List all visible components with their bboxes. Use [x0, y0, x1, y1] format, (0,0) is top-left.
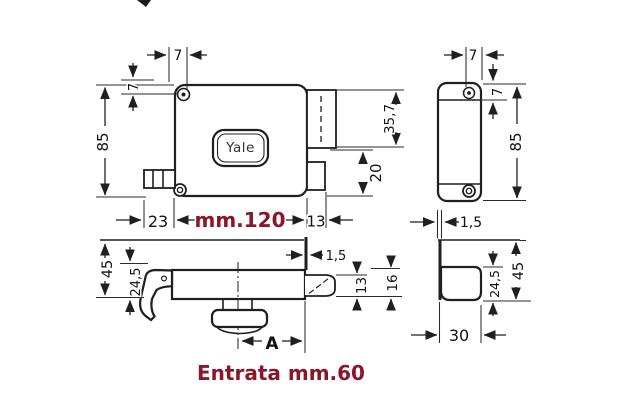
dim-side-screw-x: 7: [469, 48, 478, 64]
dim-body-width: mm.120: [194, 208, 285, 232]
dim-strike-width: 30: [449, 326, 469, 345]
dim-strike-depth: 45: [511, 262, 527, 280]
brand-logo-text: Yale: [225, 140, 255, 156]
dim-latch-protrusion: 13: [306, 213, 325, 231]
dim-edge-offset: 23: [148, 212, 168, 231]
yale-badge-inner: [216, 133, 265, 163]
dim-strike-handle-offset: 24,5: [487, 270, 502, 298]
dim-top-latch-total: 16: [385, 274, 401, 291]
screw-top-left: [176, 87, 191, 102]
knob: [210, 299, 269, 335]
latch-bolt-top: [305, 274, 336, 297]
dim-cylinder-height: 35,7: [382, 104, 398, 134]
yale-badge: [211, 128, 270, 168]
screw-bottom-left: [173, 183, 187, 197]
dim-side-screw-y: 7: [491, 88, 506, 96]
dim-top-handle-offset: 24,5: [129, 268, 144, 297]
front-view: Yale: [93, 47, 404, 234]
dim-side-height: 85: [507, 132, 525, 151]
latch-block: [306, 161, 326, 191]
screw-side-top: [462, 86, 476, 100]
dim-side-thickness: 1,5: [460, 215, 482, 231]
screw-side-bottom: [462, 184, 476, 198]
dim-front-height: 85: [94, 132, 112, 151]
backset-note: Entrata mm.60: [197, 361, 365, 385]
dim-top-plate-thickness: 1,5: [326, 249, 347, 264]
dim-top-latch: 13: [354, 277, 370, 294]
left-bolt: [143, 169, 176, 189]
strike-plate-side: [436, 81, 483, 203]
strike-block: [439, 265, 483, 302]
dim-latch-height: 20: [367, 163, 385, 182]
lever-pivot: [161, 275, 168, 282]
top-view: 45 24,5 1,5 13 16 A Entrata mm.60: [96, 237, 403, 387]
side-view: 7 7 85 1,5: [410, 47, 527, 239]
scan-artifact: [137, 0, 151, 7]
dim-front-screw-x: 7: [174, 48, 183, 64]
strike-top-view: 24,5 45 30: [411, 239, 531, 347]
cylinder-block: [306, 89, 337, 149]
lever-handle: [139, 268, 174, 322]
dim-top-depth: 45: [100, 260, 116, 278]
dim-backset-label: A: [265, 334, 279, 354]
dim-front-screw-y: 7: [127, 83, 142, 91]
